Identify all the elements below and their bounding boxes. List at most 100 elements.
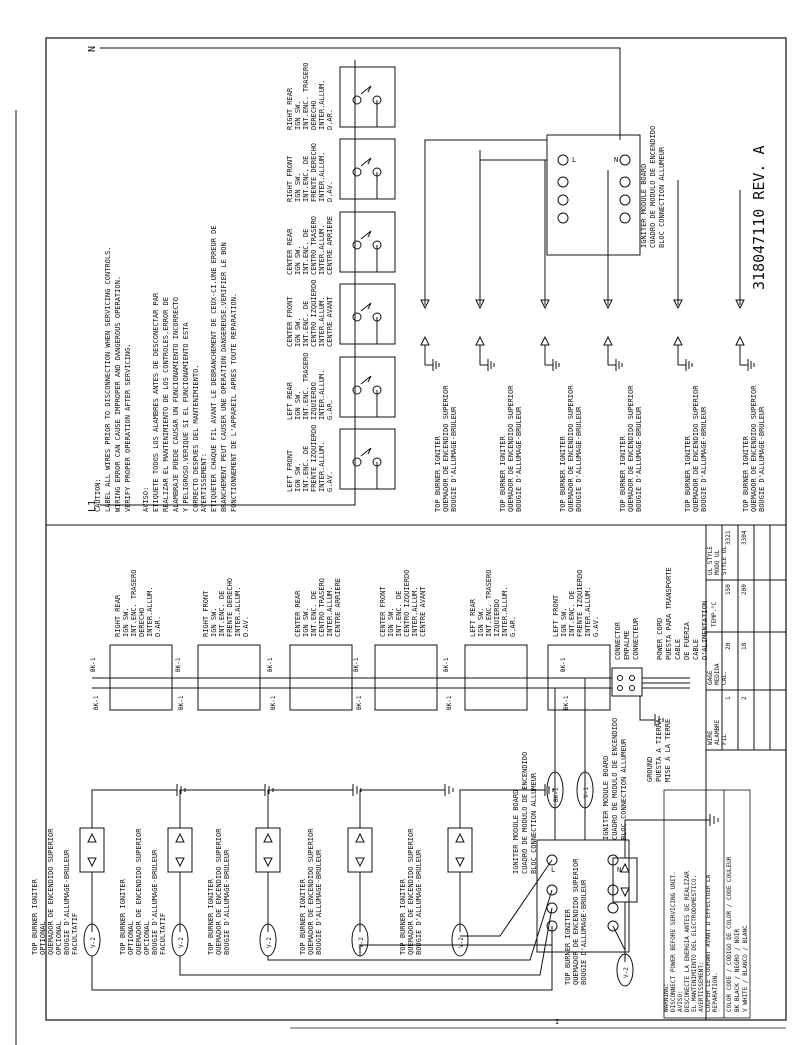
igniter-arrow-icon xyxy=(355,832,365,843)
igniter-arrow-icon xyxy=(263,857,273,868)
power-cord-line: CABLE xyxy=(674,639,682,660)
igniter-arrow-icon xyxy=(455,832,465,843)
upper-switch-label-line: INTER.ALLUM. xyxy=(318,79,326,130)
lower-switch-label-line: IZQUIERDO xyxy=(493,599,501,637)
ground-icon xyxy=(425,359,440,371)
neutral-bus xyxy=(100,47,621,140)
switch-contact xyxy=(352,95,362,105)
lower-switch-label-line: RIGHT FRONT xyxy=(202,590,210,637)
upper-igniter-label-line: QUEMADOR DE ENCENDIDO SUPERIOR xyxy=(627,385,635,512)
lower-switch-label-line: G.AR. xyxy=(509,616,517,637)
bk1-tag: BK-1 xyxy=(553,787,560,802)
module-board-line: CUADRO DE MODULO DE ENCENDIDO xyxy=(649,126,657,248)
bk-wire-tag: BK-1 xyxy=(267,657,274,672)
warning-line: DESCONECTE LA ENERGIA ANTES DE REALIZAR xyxy=(684,871,691,1012)
caution-line: VERIFY PROPER OPERATION AFTER SERVICING. xyxy=(124,343,132,512)
lower-igniter-label-line: TOP BURNER IGNITER xyxy=(119,878,127,955)
bk-wire-tag: BK-1 xyxy=(270,695,277,710)
upper-igniter-label-line: QUEMADOR DE ENCENDIDO SUPERIOR xyxy=(507,385,515,512)
lower-switch-label-line: IGN SW. xyxy=(560,607,568,637)
table-header-line: STYLE UL xyxy=(721,546,728,575)
module-board-line: CUADRO DE MODULO DE ENCENDIDO xyxy=(521,752,529,874)
lower-igniter-label-line: QUEMADOR DE ENCENDIDO SUPERIOR xyxy=(215,828,223,955)
lower-switch-label-line: INT.ENC. DE xyxy=(310,591,318,637)
upper-board-terminal-n: N xyxy=(614,156,618,164)
lower-switch-label-line: CENTRO TRASERO xyxy=(318,578,326,637)
lower-switch-label-line: DERECHO xyxy=(138,607,146,637)
upper-switch-label-line: D.AR. xyxy=(326,109,334,130)
upper-switch-label-line: FRENTE IZQUIERDO xyxy=(310,425,318,492)
module-board-line: IGNITER MODULE BOARD xyxy=(512,790,520,874)
module-board-line: CUADRO DE MODULO DE ENCENDIDO xyxy=(611,718,619,840)
aviso-line: REALIZAR EL MANTENIMIENTO DE LOS CONTROL… xyxy=(162,297,170,512)
upper-igniter-label-line: BOUGIE D'ALLUMAGE-BRULEUR xyxy=(758,406,766,512)
switch-arm-icon xyxy=(360,447,372,457)
board-feed xyxy=(479,159,547,190)
table-header-line: ALAMBRE xyxy=(714,719,721,745)
power-cord-line: D'ALIMENTATION xyxy=(701,601,709,660)
color-code-line: COLOR CODE / CODIGO DE COLOR / CODE COUL… xyxy=(726,856,733,1012)
aviso-line: CORRECTO DESPUES DEL MANTENIMIENTO. xyxy=(192,364,200,512)
upper-switch-label-line: INT.ENC. TRASERO xyxy=(302,353,310,420)
lower-igniter-label-line: OPCIONAL xyxy=(143,921,151,955)
lower-switch-label-line: IGN SW. xyxy=(387,607,395,637)
lower-switch-label-line: IGN SW. xyxy=(210,607,218,637)
v2-tag: V-2 xyxy=(266,937,273,948)
lower-switch-label-line: INTER.ALLUM. xyxy=(411,586,419,637)
upper-switch-label-line: IGN SW. xyxy=(294,390,302,420)
lower-switch-label-line: D.AV. xyxy=(242,616,250,637)
upper-igniter-label-line: QUEMADOR DE ENCENDIDO SUPERIOR xyxy=(567,385,575,512)
lower-igniter-label-line: BOUGIE D'ALLUMAGE-BRULEUR xyxy=(315,849,323,955)
bk-wire-tag: BK-1 xyxy=(443,657,450,672)
connector-block xyxy=(611,667,643,697)
lower-switch-label-line: IGN SW. xyxy=(122,607,130,637)
avertissement-line: ETIQUETER CHAQUE FIL AVANT LE DEBRANCHEM… xyxy=(210,225,218,512)
upper-igniter-label-line: TOP BURNER IGNITER xyxy=(684,435,692,512)
igniter-arrow-icon xyxy=(735,299,745,310)
igniter-arrow-icon xyxy=(620,887,630,898)
upper-switch-label-line: RIGHT REAR xyxy=(286,87,294,130)
switch-arm-icon xyxy=(360,230,372,240)
igniter-arrow-icon xyxy=(735,335,745,346)
upper-switch-label-line: INT.ENC. DE xyxy=(302,156,310,202)
lower-igniter-label-line: OPTIONAL xyxy=(39,921,47,955)
connector-line: CONNECTEUR xyxy=(632,617,640,660)
warning-line: AVISO: xyxy=(677,990,684,1012)
upper-board-terminal-l: L xyxy=(572,156,576,164)
lower-igniter-label-line: FACULTATIF xyxy=(71,913,79,955)
bk-wire-tag: BK-1 xyxy=(175,657,182,672)
lower-igniter-label-line: QUEMADOR DE ENCENDIDO SUPERIOR xyxy=(307,828,315,955)
lower-igniter-label-line: OPCIONAL xyxy=(55,921,63,955)
upper-switch-label-line: CENTRO IZQUIERDO xyxy=(310,280,318,347)
table-header-line: TEMP.°C xyxy=(711,601,718,627)
lower-igniter-label-line: QUEMADOR DE ENCENDIDO SUPERIOR xyxy=(572,858,580,985)
upper-switch-box xyxy=(339,356,396,418)
color-code-line: V WHITE / BLANCO / BLANC xyxy=(742,925,749,1012)
upper-igniter-label-line: QUEMADOR DE ENCENDIDO SUPERIOR xyxy=(750,385,758,512)
upper-switch-label-line: IGN SW. xyxy=(294,462,302,492)
upper-switch-box xyxy=(339,211,396,273)
v2-tag: V-2 xyxy=(90,937,97,948)
table-cell: 2 xyxy=(741,696,748,700)
upper-switch-label-line: IGN SW. xyxy=(294,100,302,130)
upper-switch-label-line: INT.ENC. TRASERO xyxy=(302,63,310,130)
igniter-arrow-icon xyxy=(175,832,185,843)
lower-igniter-label-line: TOP BURNER IGNITER xyxy=(564,908,572,985)
lower-switch-label-line: RIGHT REAR xyxy=(114,594,122,637)
upper-board-terminals xyxy=(557,154,631,224)
v1-tag-oval xyxy=(576,771,594,809)
